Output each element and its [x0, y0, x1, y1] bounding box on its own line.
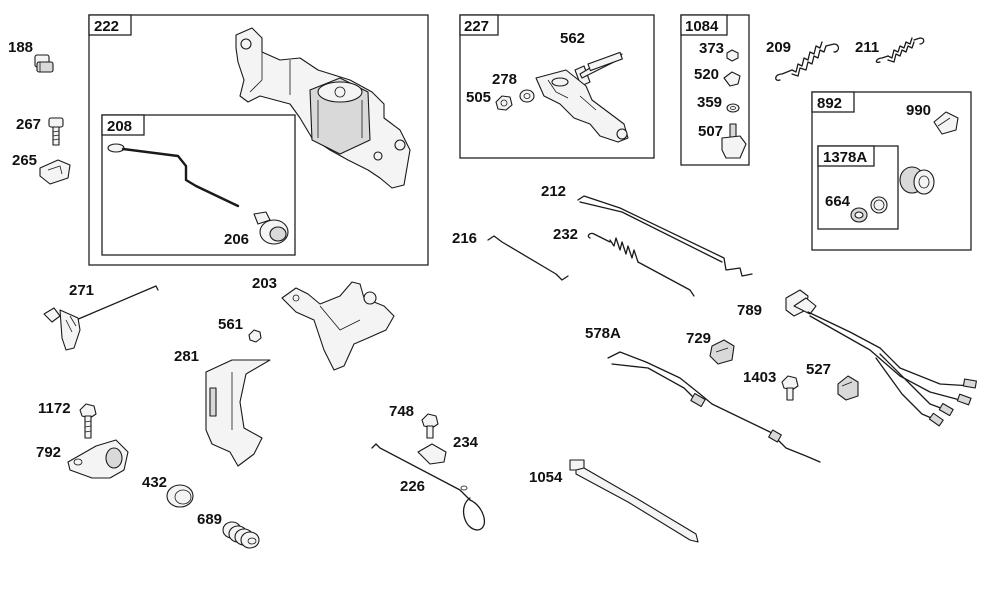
part-208-rod [107, 143, 240, 208]
part-359-washer [726, 103, 740, 113]
label-212: 212 [541, 183, 566, 200]
part-792-bracket [67, 439, 129, 479]
part-222-bracket [235, 27, 411, 189]
label-209: 209 [766, 39, 791, 56]
part-212-rod [577, 195, 753, 277]
part-206-knob [253, 211, 289, 245]
part-278-washer [519, 89, 535, 103]
label-359: 359 [697, 94, 722, 111]
group-892-frame: 892 [811, 91, 972, 251]
group-208-label: 208 [107, 118, 132, 135]
group-227-frame: 227 [459, 14, 655, 159]
part-748-screw [421, 413, 439, 439]
part-562-bolt [574, 51, 623, 87]
part-227-bracket [535, 69, 629, 143]
label-578A: 578A [585, 325, 621, 342]
part-188-bolt [34, 54, 54, 73]
label-1054: 1054 [529, 469, 563, 486]
part-432-ring [166, 484, 194, 508]
label-789: 789 [737, 302, 762, 319]
group-1378A-frame: 1378A [817, 145, 899, 230]
part-209-spring [775, 41, 840, 81]
part-1054-tie [569, 459, 699, 543]
label-432: 432 [142, 474, 167, 491]
label-561: 561 [218, 316, 243, 333]
part-729-clip [709, 339, 735, 365]
label-562: 562 [560, 30, 585, 47]
label-505: 505 [466, 89, 491, 106]
label-216: 216 [452, 230, 477, 247]
label-373: 373 [699, 40, 724, 57]
part-281-bracket [205, 359, 271, 467]
group-1084-frame: 1084 [680, 14, 750, 166]
part-271-lever [43, 285, 159, 351]
part-211-spring [875, 37, 925, 64]
part-664-grommet [850, 196, 888, 223]
part-373-nut [726, 49, 739, 62]
group-1084-label: 1084 [685, 18, 719, 35]
label-664: 664 [825, 193, 851, 210]
label-729: 729 [686, 330, 711, 347]
label-1172: 1172 [38, 400, 71, 417]
label-188: 188 [8, 39, 33, 56]
label-206: 206 [224, 231, 249, 248]
label-527: 527 [806, 361, 831, 378]
label-689: 689 [197, 511, 222, 528]
part-203-bracket [281, 281, 395, 371]
label-226: 226 [400, 478, 425, 495]
part-1172-bolt [79, 403, 97, 439]
label-271: 271 [69, 282, 94, 299]
group-222-frame: 222 [88, 14, 429, 266]
label-1403: 1403 [743, 369, 776, 386]
part-789-harness [785, 289, 977, 427]
part-267-screw [48, 117, 64, 146]
label-203: 203 [252, 275, 277, 292]
label-281: 281 [174, 348, 199, 365]
label-990: 990 [906, 102, 931, 119]
label-267: 267 [16, 116, 41, 133]
part-216-rod [487, 235, 569, 281]
part-265-clip [39, 159, 71, 185]
part-507-switch [721, 123, 747, 159]
group-1378A-label: 1378A [823, 149, 867, 166]
group-892-label: 892 [817, 95, 842, 112]
part-520-clip [723, 71, 741, 87]
label-232: 232 [553, 226, 578, 243]
group-208-frame: 208 [101, 114, 296, 256]
group-222-label: 222 [94, 18, 119, 35]
part-689-spring [222, 521, 260, 549]
part-578A-cable [607, 351, 821, 463]
part-226-rod [371, 443, 486, 531]
label-507: 507 [698, 123, 723, 140]
group-227-label: 227 [464, 18, 489, 35]
part-234-clip [417, 443, 447, 465]
label-278: 278 [492, 71, 517, 88]
label-265: 265 [12, 152, 37, 169]
part-1403-screw [781, 375, 799, 401]
label-520: 520 [694, 66, 719, 83]
label-211: 211 [855, 39, 879, 56]
part-527-clip [837, 375, 859, 401]
label-748: 748 [389, 403, 414, 420]
label-234: 234 [453, 434, 479, 451]
part-505-nut [495, 95, 513, 111]
part-990-clip [933, 111, 959, 135]
label-792: 792 [36, 444, 61, 461]
part-232-spring [587, 232, 695, 297]
part-892-plug [899, 166, 935, 195]
part-561-nut [248, 329, 262, 343]
